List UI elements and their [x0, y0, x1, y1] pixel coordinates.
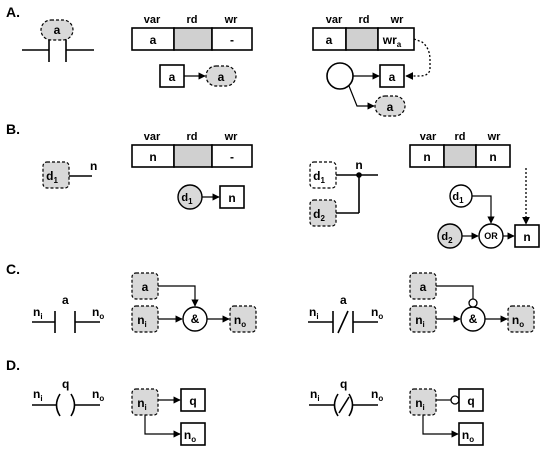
a-table-1: var rd wr a - [131, 14, 253, 51]
d-q-box-2: q [467, 394, 474, 408]
b-n-box: n [228, 191, 235, 205]
col-var-label-2: var [326, 14, 343, 26]
c-a-box: a [142, 280, 149, 294]
b-table-1: var rd wr n - [131, 131, 253, 168]
a-var-cell: a [150, 33, 157, 47]
a-wr-cell: - [230, 33, 234, 47]
col-rd-label-4: rd [455, 131, 466, 143]
a-read-graph: a a [159, 64, 237, 88]
c-ni-box: ni [137, 313, 147, 329]
a-wr-cell-2: wra [382, 33, 402, 49]
a-var-cell-2: a [326, 33, 333, 47]
c-no-contact-symbol: ni a no [32, 293, 104, 333]
a-table-2: var rd wr a wra [312, 14, 415, 51]
a-out-box: a [389, 70, 396, 84]
c-and-graph-1: a ni & no [131, 272, 257, 333]
d-no-box-2: no [462, 428, 474, 444]
d-neg-coil-symbol: ni q no [309, 377, 383, 417]
a-out-oval: a [387, 100, 394, 114]
b-var-cell: n [149, 150, 156, 164]
col-rd-label: rd [187, 14, 198, 26]
section-d-label: D. [6, 357, 20, 373]
d-no-label: no [92, 387, 104, 403]
c-contact-label-2: a [340, 293, 347, 307]
b-n-label: n [90, 159, 97, 173]
c-nc-contact-symbol: ni a no [308, 293, 383, 334]
d-ni-label-2: ni [310, 387, 320, 403]
col-var-label-3: var [144, 131, 161, 143]
a-node-oval: a [218, 70, 225, 84]
c-and-node-2: & [469, 312, 478, 326]
c-ni-box-2: ni [415, 313, 425, 329]
col-wr-label-2: wr [390, 14, 405, 26]
b-out-box: n [523, 230, 530, 244]
d-coil-symbol: ni q no [32, 377, 104, 417]
col-wr-label: wr [224, 14, 239, 26]
c-ni-label-2: ni [309, 305, 319, 321]
b-input-symbol: d1 n [42, 159, 97, 189]
c-no-box-2: no [512, 313, 524, 329]
col-var-label: var [144, 14, 161, 26]
b-or-node: OR [484, 231, 498, 241]
c-negation-circle [468, 298, 478, 308]
d-coil-label-2: q [340, 377, 347, 391]
c-and-node: & [191, 312, 200, 326]
d-coil-graph: ni q no [131, 388, 206, 446]
a-contact-label: a [54, 23, 61, 37]
d-ni-box: ni [137, 396, 147, 412]
col-var-label-4: var [420, 131, 437, 143]
b-d1-node-2: d1 [452, 191, 464, 205]
b-or-n-label: n [355, 158, 362, 172]
b-d2-box: d2 [313, 207, 325, 223]
c-contact-label: a [62, 293, 69, 307]
section-c-label: C. [6, 261, 20, 277]
c-no-label: no [92, 305, 104, 321]
b-table-2: var rd wr n n [409, 131, 511, 168]
c-no-box: no [234, 313, 246, 329]
d-coil-label: q [62, 377, 69, 391]
b-wr-cell-2: n [489, 150, 496, 164]
c-ni-label: ni [33, 305, 43, 321]
b-d1-label: d1 [46, 169, 58, 185]
d-neg-coil-graph: ni q no [409, 388, 484, 446]
c-no-label-2: no [371, 305, 383, 321]
d-ni-box-2: ni [415, 396, 425, 412]
col-wr-label-4: wr [487, 131, 502, 143]
d-no-box: no [184, 428, 196, 444]
a-write-graph: a a [326, 38, 431, 117]
section-a-label: A. [6, 4, 20, 20]
c-and-graph-2: a ni & no [409, 272, 535, 333]
d-no-label-2: no [371, 387, 383, 403]
d-ni-label: ni [33, 387, 43, 403]
col-rd-label-3: rd [187, 131, 198, 143]
b-d2-node: d2 [441, 231, 453, 245]
b-wr-cell: - [230, 150, 234, 164]
a-node-box: a [169, 70, 176, 84]
b-var-cell-2: n [423, 150, 430, 164]
section-b-label: B. [6, 121, 20, 137]
b-or-graph: d1 d2 OR n [437, 168, 540, 249]
b-d1-box: d1 [313, 169, 325, 185]
c-a-box-2: a [420, 280, 427, 294]
d-negation-circle [450, 395, 460, 405]
col-rd-label-2: rd [359, 14, 370, 26]
a-contact-symbol: a [22, 19, 94, 62]
b-d1-node: d1 [181, 192, 193, 206]
col-wr-label-3: wr [224, 131, 239, 143]
b-read-graph: d1 n [177, 184, 245, 210]
d-q-box: q [189, 394, 196, 408]
b-or-symbol: d1 d2 n [309, 158, 378, 227]
